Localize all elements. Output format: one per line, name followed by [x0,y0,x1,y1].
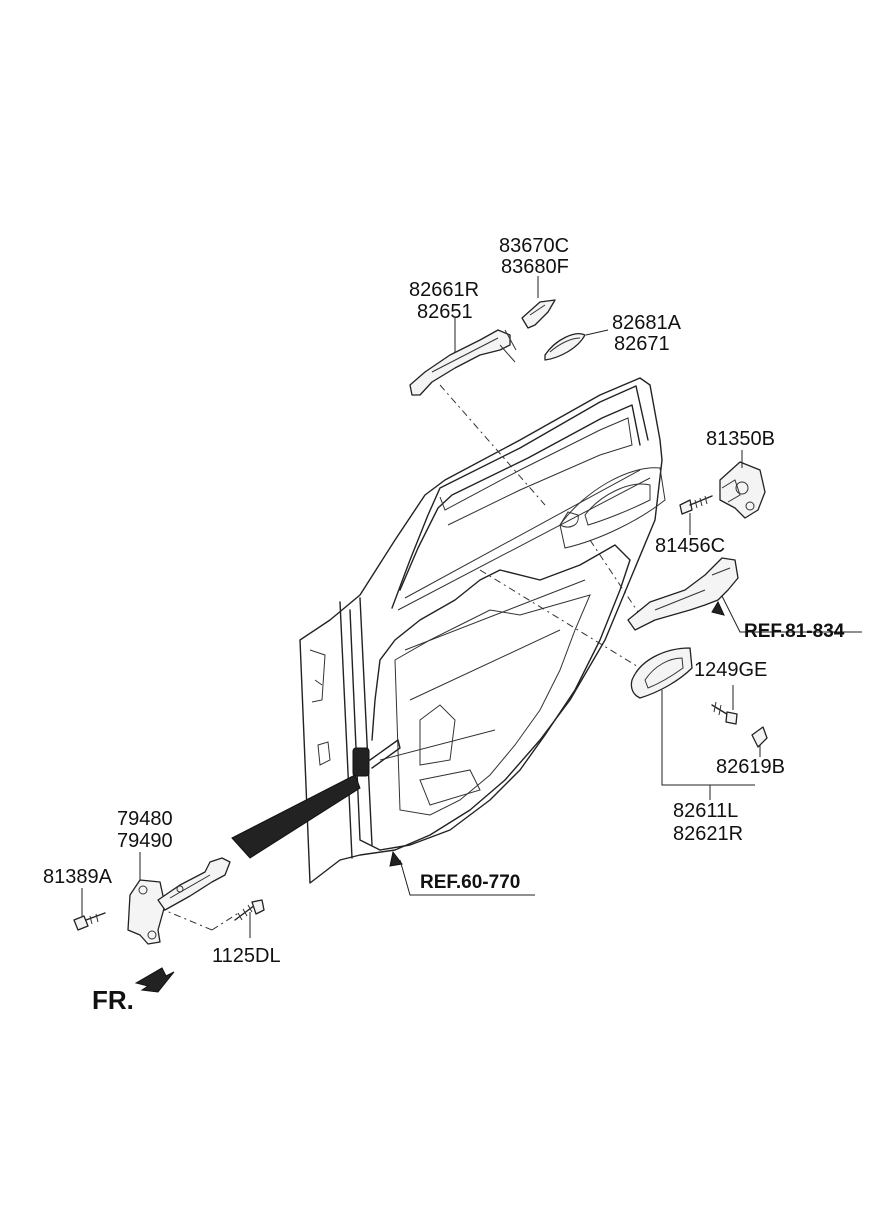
bolt-81389a [73,912,106,931]
leader-lines [81,276,862,938]
inside-handle-82611l [630,647,693,699]
part-labels: 83670C 83680F 82661R 82651 82681A 82671 … [43,235,845,1015]
label-82611l: 82611L [673,800,738,822]
front-arrow [134,967,175,993]
label-81456c: 81456C [655,535,725,557]
label-1125dl: 1125DL [212,945,281,967]
ref-arrow-60-770 [389,850,403,867]
label-83670c: 83670C [499,235,569,257]
reference-dash-lines [139,384,641,931]
label-82621r: 82621R [673,823,743,845]
bolt-1249ge [711,701,738,725]
label-1249ge: 1249GE [694,659,767,681]
door-check-79480 [127,857,231,945]
latch-81350b [719,461,766,519]
label-82681a: 82681A [612,312,682,334]
label-83680f: 83680F [501,256,569,278]
label-79490: 79490 [117,830,173,852]
label-ref-81-834: REF.81-834 [744,621,845,642]
gasket-82681a [544,333,586,361]
ref-arrow-81-834 [711,600,725,616]
label-81389a: 81389A [43,866,113,888]
label-81350b: 81350B [706,428,775,450]
outside-handle-82651 [409,329,517,396]
label-82619b: 82619B [716,756,785,778]
screw-81456c [679,495,713,515]
label-79480: 79480 [117,808,173,830]
inside-handle-rod [627,557,739,631]
label-ref-60-770: REF.60-770 [420,872,520,893]
bolt-1125dl [234,899,265,921]
handle-cover-83670c [521,299,556,329]
label-82661r: 82661R [409,279,479,301]
cap-82619b [751,726,768,748]
rear-door-panel [231,377,666,884]
label-82671: 82671 [614,333,670,355]
label-fr: FR. [92,985,134,1015]
label-82651: 82651 [417,301,473,323]
